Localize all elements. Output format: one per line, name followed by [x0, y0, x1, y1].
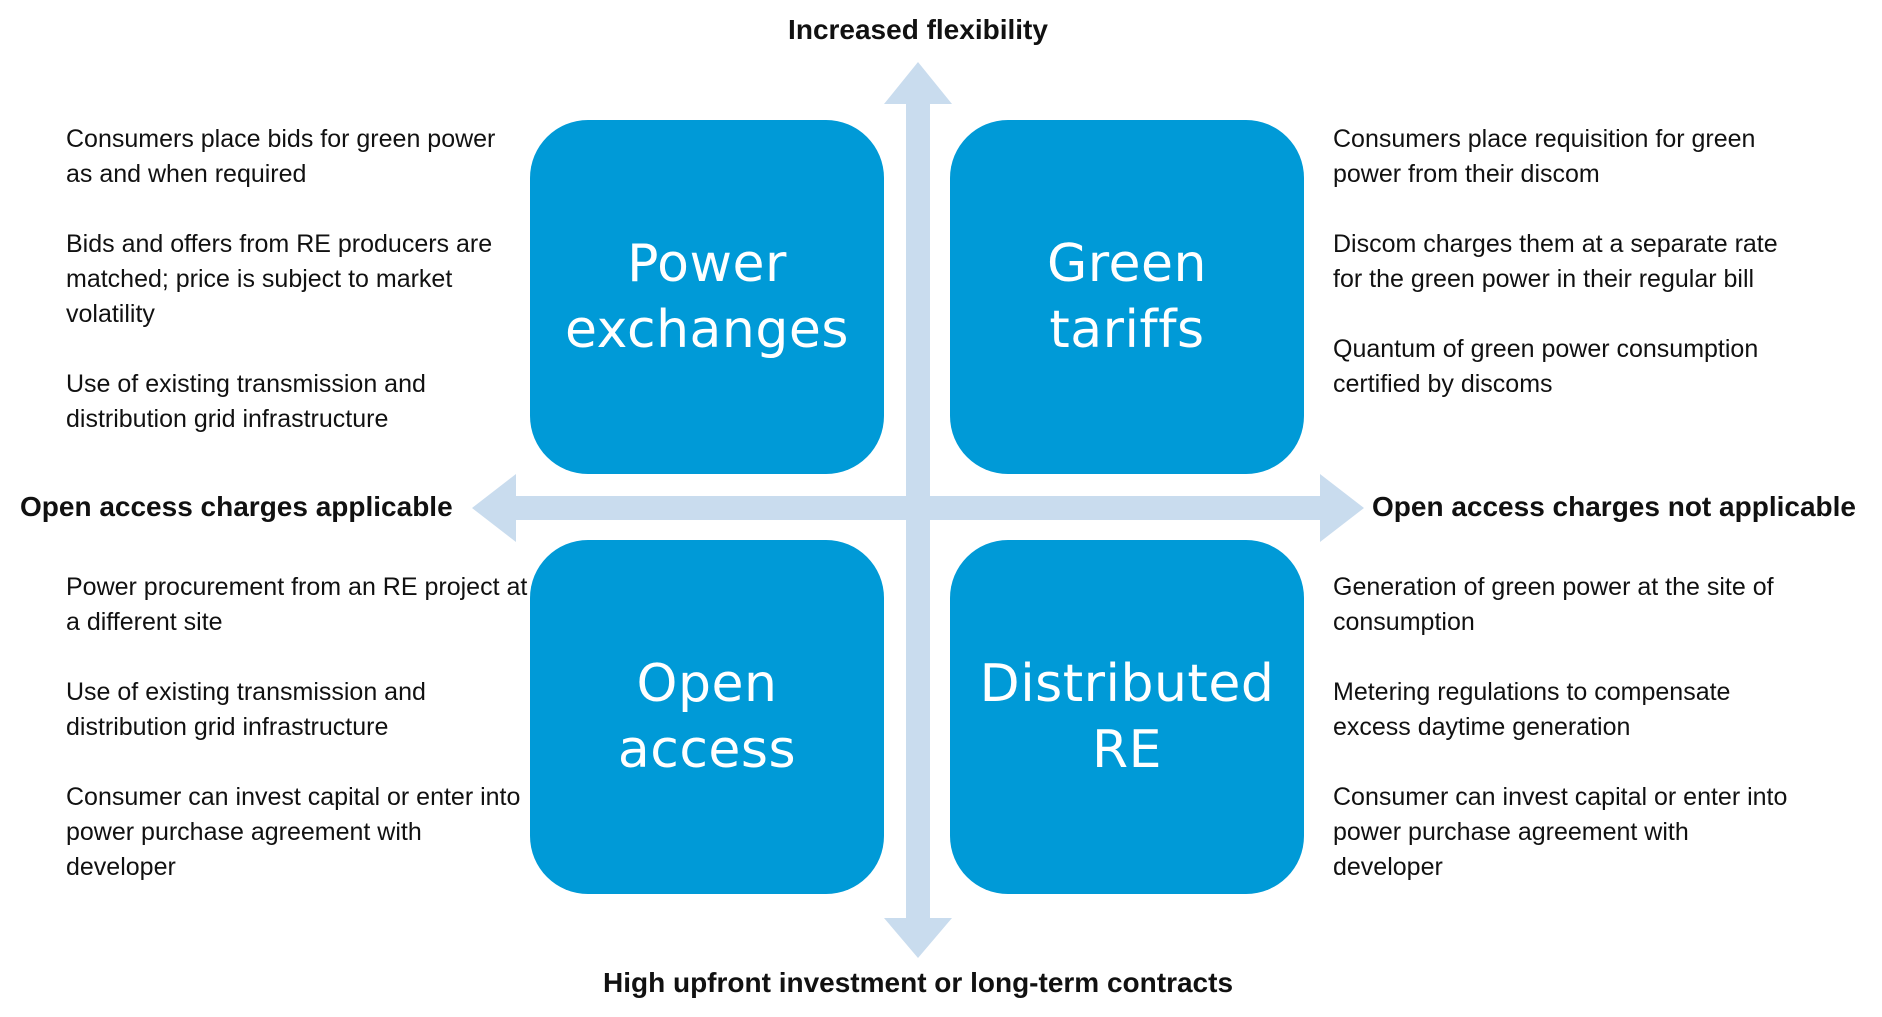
description-point: Discom charges them at a separate rate f… — [1333, 230, 1778, 293]
axis-label-bottom: High upfront investment or long-term con… — [602, 967, 1234, 998]
box-title-line: Green — [1047, 234, 1207, 294]
description-distributed-re: Generation of green power at the site of… — [1333, 570, 1803, 885]
box-title-line: Distributed — [979, 654, 1275, 714]
description-point: Consumer can invest capital or enter int… — [66, 783, 521, 881]
description-point: Consumers place requisition for green po… — [1333, 125, 1756, 188]
box-title-line: Open — [636, 654, 778, 714]
description-point: Use of existing transmission and distrib… — [66, 678, 426, 741]
description-green-tariffs: Consumers place requisition for green po… — [1333, 122, 1803, 402]
box-title-line: tariffs — [1049, 300, 1205, 360]
box-title-line: Power — [627, 234, 787, 294]
quadrant-box-power-exchanges: Power exchanges — [530, 120, 884, 474]
description-power-exchanges: Consumers place bids for green power as … — [66, 122, 526, 437]
description-open-access: Power procurement from an RE project at … — [66, 570, 536, 885]
axis-label-right: Open access charges not applicable — [1372, 491, 1856, 522]
quadrant-box-green-tariffs: Green tariffs — [950, 120, 1304, 474]
description-point: Metering regulations to compensate exces… — [1333, 678, 1731, 741]
box-title-line: exchanges — [565, 300, 849, 360]
quadrant-box-distributed-re: Distributed RE — [950, 540, 1304, 894]
axis-label-top: Increased flexibility — [788, 14, 1048, 45]
box-title-line: access — [617, 720, 797, 780]
quadrant-box-open-access: Open access — [530, 540, 884, 894]
box-title-line: RE — [1092, 720, 1162, 780]
axis-label-left: Open access charges applicable — [20, 491, 453, 522]
horizontal-axis-arrow — [472, 474, 1364, 542]
description-point: Bids and offers from RE producers are ma… — [66, 230, 493, 328]
description-point: Generation of green power at the site of… — [1333, 573, 1774, 636]
description-point: Consumers place bids for green power as … — [66, 125, 496, 188]
description-point: Quantum of green power consumption certi… — [1333, 335, 1759, 398]
description-point: Consumer can invest capital or enter int… — [1333, 783, 1788, 881]
description-point: Power procurement from an RE project at … — [66, 573, 528, 636]
description-point: Use of existing transmission and distrib… — [66, 370, 426, 433]
